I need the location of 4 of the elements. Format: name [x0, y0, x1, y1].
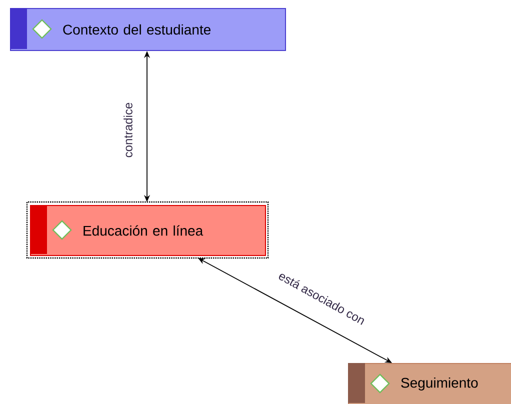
- concept-box: Educación en línea: [26, 201, 269, 259]
- concept-box: Seguimiento: [348, 363, 511, 404]
- edge-label: contradice: [122, 101, 134, 159]
- concept-box: Contexto del estudiante: [10, 8, 286, 51]
